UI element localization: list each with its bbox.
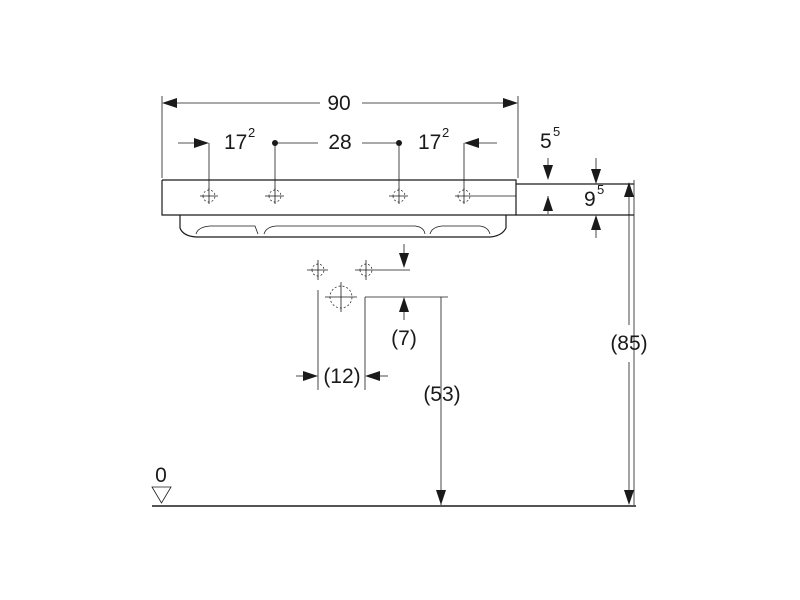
- tap-hole-3: [389, 188, 408, 204]
- dimension-top-rim-depth: 5 5: [540, 124, 601, 184]
- label-right-hole-spacing: 17: [418, 131, 441, 154]
- dimension-overall-width: 90: [161, 92, 519, 178]
- level-triangle-icon: [151, 486, 172, 504]
- label-center-hole-spacing: 28: [328, 131, 351, 154]
- dimension-side-thickness: 9 5: [543, 182, 604, 238]
- label-left-hole-spacing: 17: [224, 131, 247, 154]
- label-top-rim-depth: 5: [540, 130, 552, 153]
- label-side-thickness-sup: 5: [597, 182, 604, 197]
- waste-outlet: [307, 244, 448, 390]
- basin-outline: [161, 179, 634, 238]
- dimension-dot: [272, 140, 278, 146]
- label-right-hole-spacing-sup: 2: [442, 125, 449, 140]
- dimension-dot: [396, 140, 402, 146]
- tap-hole-markers: [200, 188, 516, 204]
- label-side-thickness: 9: [584, 188, 596, 211]
- dimension-waste-offset: (7): [391, 297, 417, 350]
- label-total-height: (85): [610, 332, 647, 355]
- label-floor-level: 0: [155, 464, 167, 487]
- label-waste-height: (53): [423, 383, 460, 406]
- label-top-rim-depth-sup: 5: [553, 124, 560, 139]
- label-left-hole-spacing-sup: 2: [248, 125, 255, 140]
- label-waste-offset: (7): [391, 327, 417, 350]
- level-marker: 0: [151, 464, 172, 504]
- tap-hole-4: [455, 188, 516, 204]
- tap-hole-2: [265, 188, 284, 204]
- tap-hole-1: [200, 188, 218, 204]
- dimension-waste-spacing: (12): [296, 365, 388, 388]
- dimension-hole-spacings: 17 2 28 17 2: [178, 125, 497, 190]
- label-overall-width: 90: [327, 92, 350, 115]
- dimension-total-height: (85): [610, 180, 648, 505]
- dimension-waste-height: (53): [423, 297, 461, 505]
- label-waste-spacing: (12): [323, 365, 360, 388]
